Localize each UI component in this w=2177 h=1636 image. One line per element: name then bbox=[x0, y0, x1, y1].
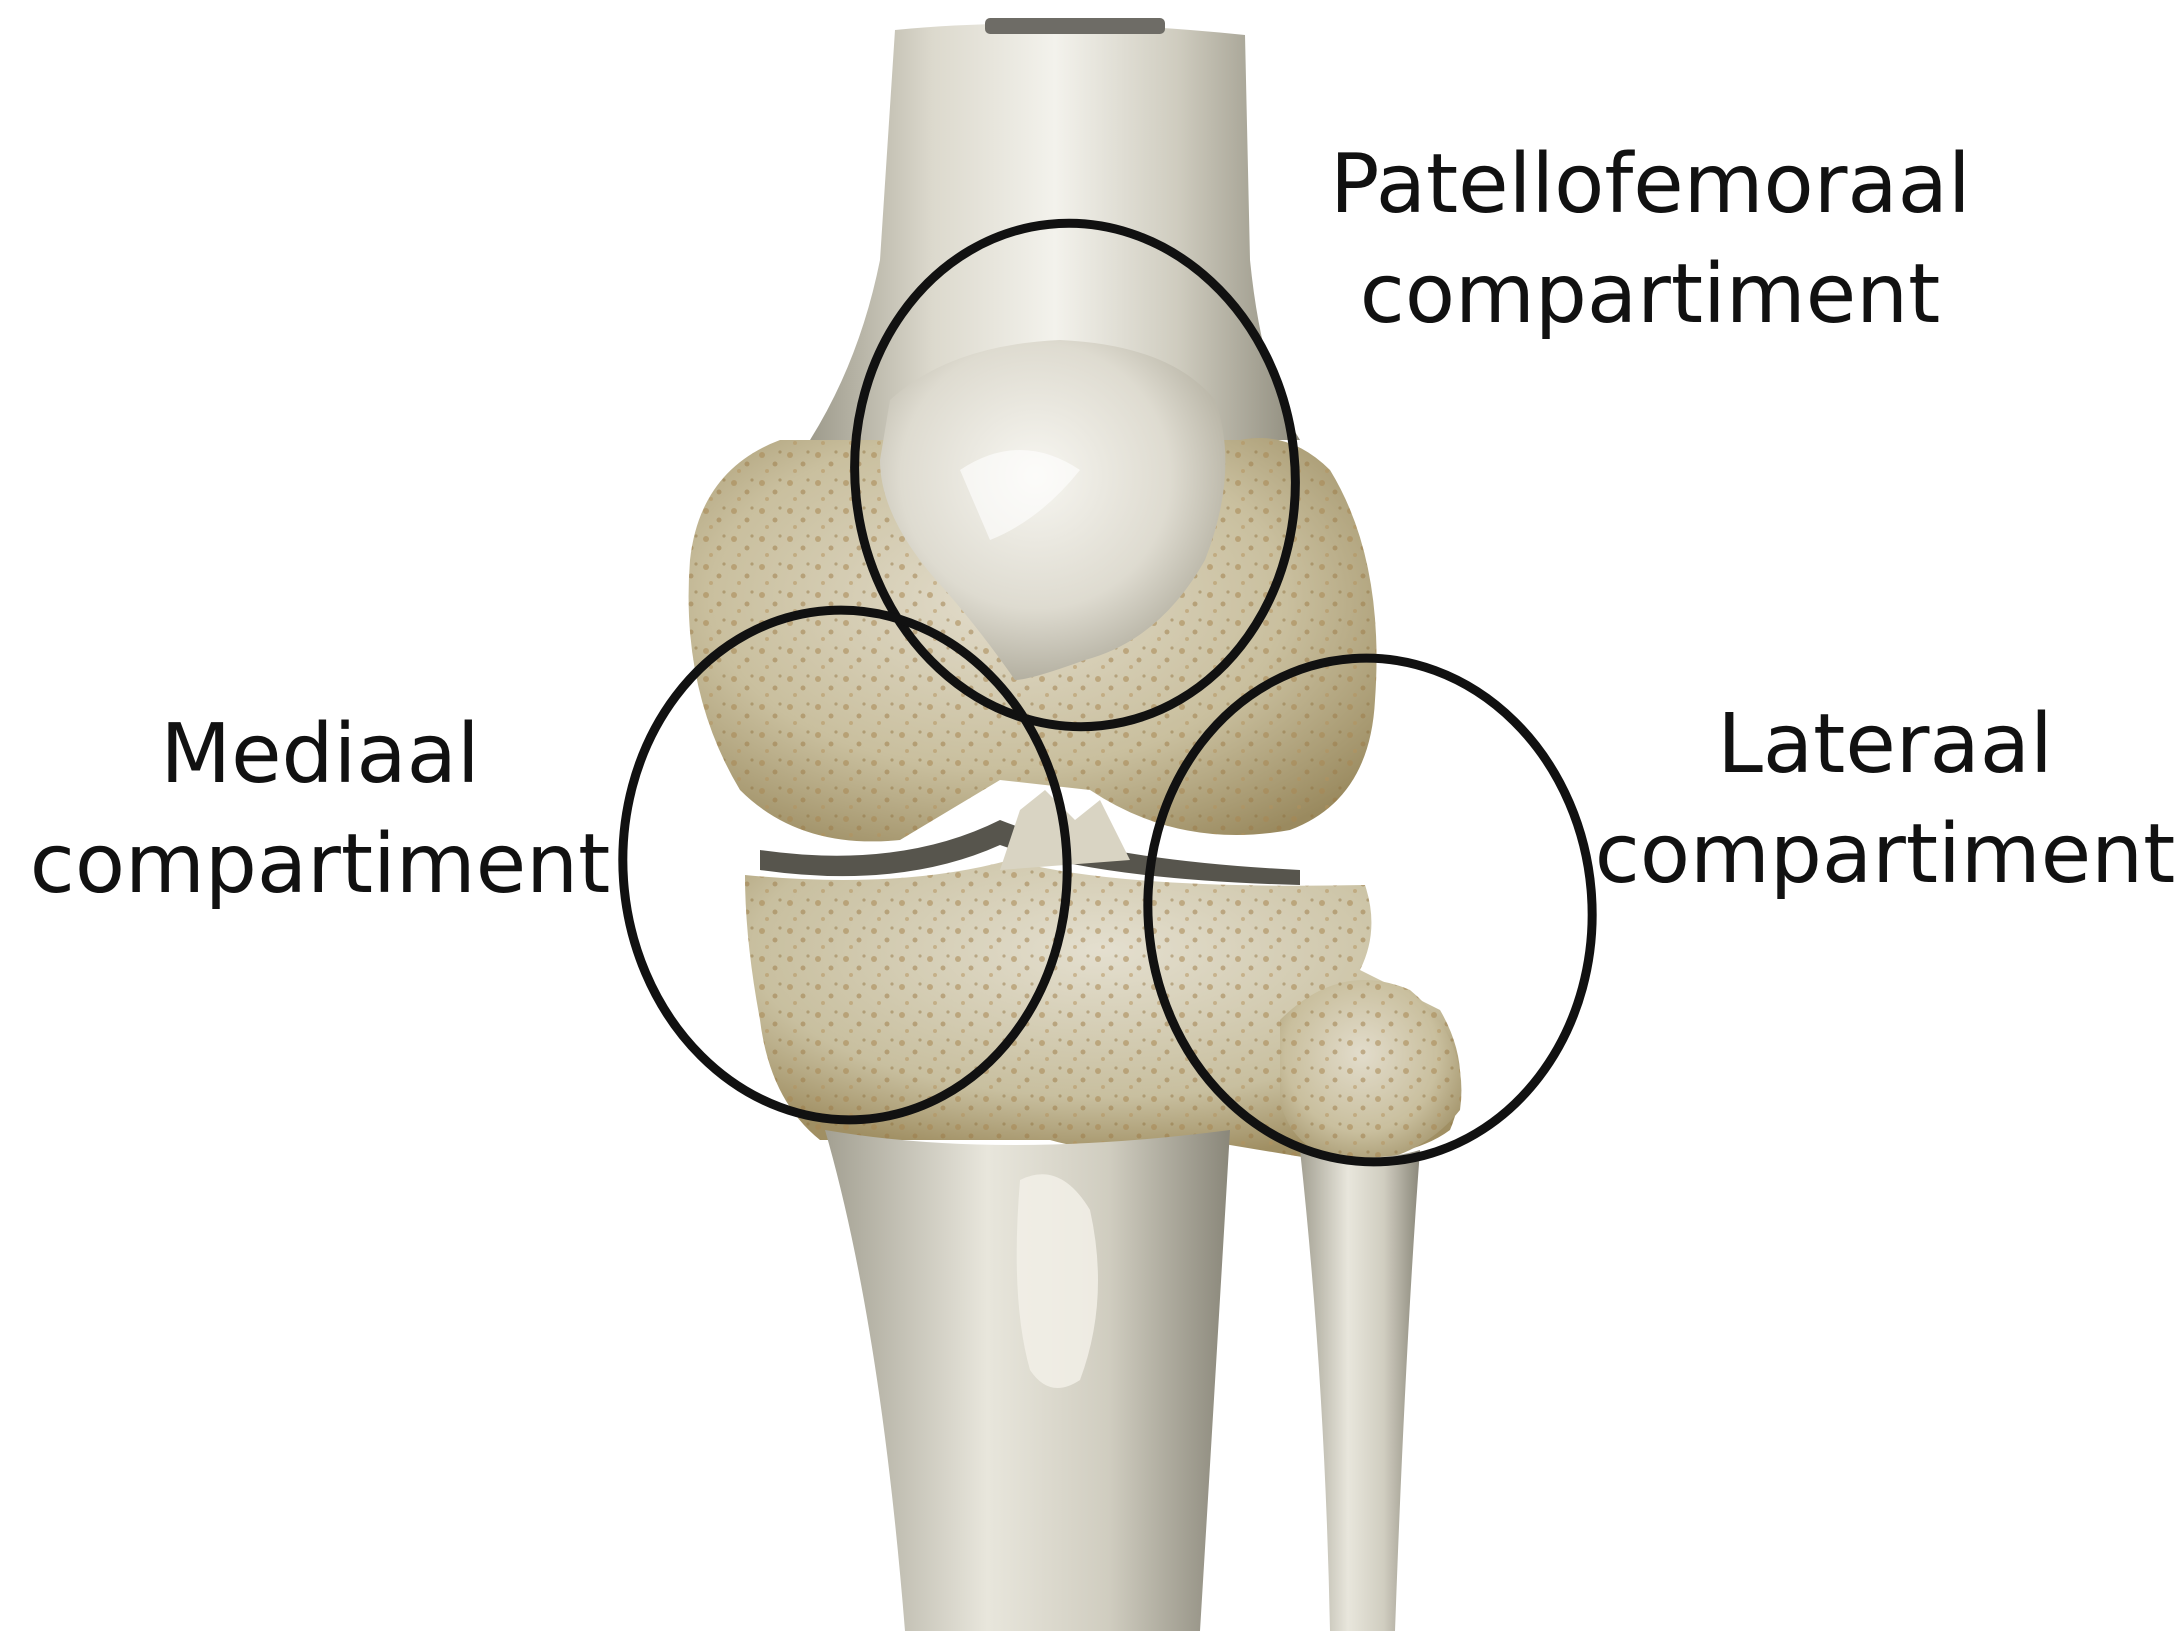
medial-label: Mediaal compartiment bbox=[20, 700, 620, 920]
lateral-label: Lateraal compartiment bbox=[1590, 690, 2177, 910]
patellofemoral-label: Patellofemoraal compartiment bbox=[1330, 130, 1970, 350]
lateral-label-line1: Lateraal bbox=[1590, 690, 2177, 800]
medial-label-line2: compartiment bbox=[20, 810, 620, 920]
lateral-label-line2: compartiment bbox=[1590, 800, 2177, 910]
patellofemoral-label-line1: Patellofemoraal bbox=[1330, 130, 1970, 240]
patellofemoral-label-line2: compartiment bbox=[1330, 240, 1970, 350]
medial-label-line1: Mediaal bbox=[20, 700, 620, 810]
